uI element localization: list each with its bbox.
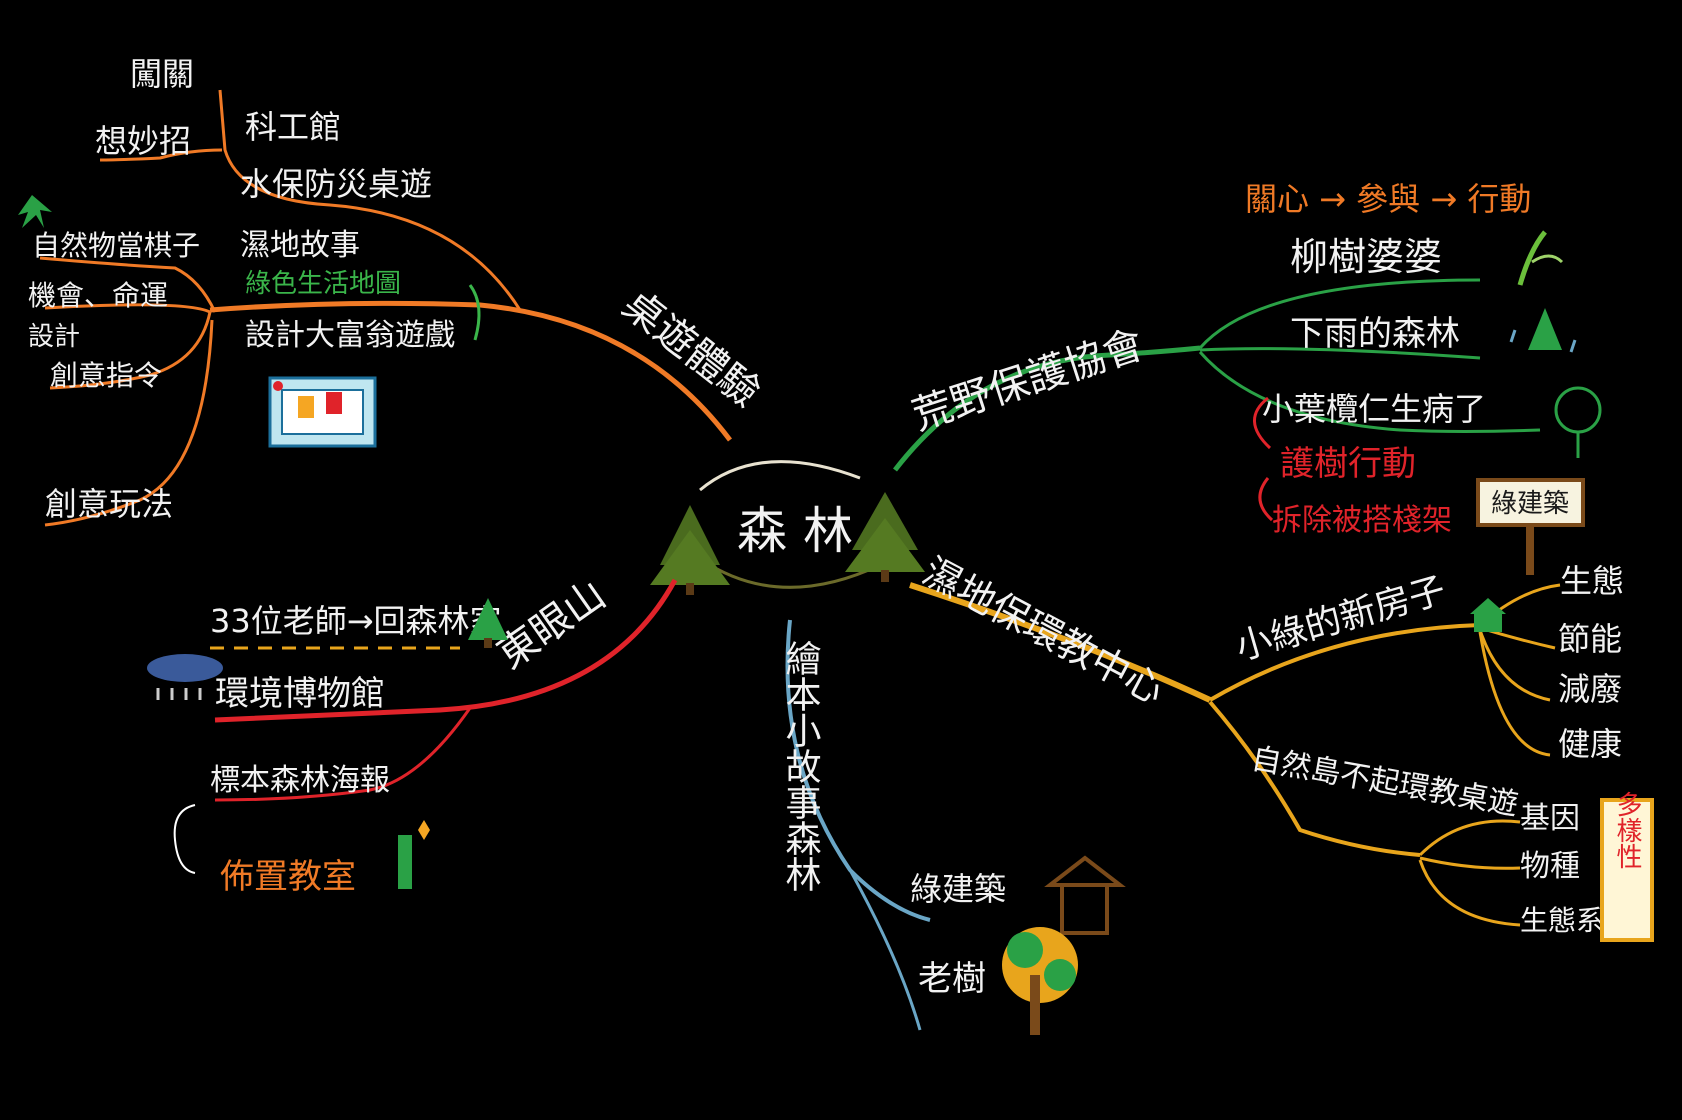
- trail-item: 創意玩法: [45, 485, 173, 523]
- center-label: 森 林: [737, 502, 853, 560]
- sign-label: 綠建築: [1491, 489, 1569, 519]
- green-building-sign: 綠建築: [1476, 478, 1585, 575]
- trail-item: 自然物當棋子: [32, 229, 200, 262]
- east-branch-label: 東眼山: [489, 572, 614, 679]
- leaf-icon: [18, 195, 52, 228]
- trail-item: 設計大富翁遊戲: [245, 318, 455, 353]
- wild-branch-label: 荒野保護協會: [907, 322, 1149, 440]
- trail-item: 設計: [28, 322, 80, 352]
- wild-action-sub: 拆除被搭棧架: [1272, 503, 1452, 538]
- trail-item: 機會、命運: [28, 279, 168, 312]
- pine-tree-icon: [468, 598, 508, 648]
- branch-wetland: [909, 582, 1561, 927]
- wetland-branch-label: 濕地保環教中心: [916, 549, 1172, 713]
- pine-tree-icon: [845, 492, 925, 582]
- trail-item: 闖關: [130, 55, 194, 93]
- trail-item: 濕地故事: [240, 228, 360, 263]
- house-icon: [1470, 598, 1506, 632]
- sick-tree-icon: [1554, 386, 1602, 458]
- trail-item: 水保防災桌遊: [240, 165, 432, 203]
- tag-label: 多樣性: [1612, 791, 1642, 869]
- rain-cloud-icon: [147, 654, 223, 700]
- story-branch-label: 繪本小故事森林: [780, 640, 821, 892]
- wetland-house-item: 節能: [1558, 620, 1622, 658]
- building-icon: [1044, 855, 1126, 935]
- diversity-tag: 多樣性: [1600, 791, 1654, 942]
- wild-action: 護樹行動: [1280, 444, 1416, 484]
- sparkle-icon: [398, 820, 430, 889]
- east-classroom: 佈置教室: [220, 857, 356, 897]
- pine-tree-icon: [650, 505, 730, 595]
- story-item: 老樹: [918, 959, 986, 999]
- branch-trail: [39, 89, 732, 527]
- east-chain: 33位老師→回森林家: [210, 602, 502, 640]
- wild-item: 柳樹婆婆: [1290, 235, 1442, 279]
- arrow-icon: [1253, 396, 1272, 450]
- old-tree-icon: [1002, 927, 1078, 1035]
- wetland-house-item: 生態: [1560, 562, 1624, 600]
- east-museum: 環境博物館: [215, 674, 385, 714]
- willow-tree-icon: [1517, 230, 1564, 286]
- center-node: 森 林: [650, 460, 925, 595]
- wetland-house: 小綠的新房子: [1231, 570, 1450, 669]
- wetland-game-item: 基因: [1520, 801, 1580, 836]
- trail-item: 創意指令: [50, 359, 162, 392]
- rain-tree-icon: [1509, 308, 1577, 353]
- board-game-icon: [268, 376, 377, 448]
- branch-story: [785, 619, 931, 1031]
- story-item: 綠建築: [910, 870, 1006, 908]
- wild-item: 下雨的森林: [1290, 314, 1460, 354]
- wild-motto: 關心 → 參與 → 行動: [1245, 180, 1531, 218]
- east-report: 標本森林海報: [210, 763, 390, 798]
- trail-item: 綠色生活地圖: [245, 269, 401, 299]
- wetland-house-item: 減廢: [1558, 670, 1622, 708]
- branch-east: [173, 578, 678, 874]
- trail-item: 科工館: [245, 108, 341, 146]
- branch-wild: [893, 278, 1541, 472]
- trail-item: 想妙招: [95, 122, 191, 160]
- wild-item: 小葉欖仁生病了: [1262, 390, 1486, 428]
- wetland-game-item: 生態系: [1520, 904, 1604, 937]
- wetland-game-item: 物種: [1520, 849, 1580, 884]
- wetland-house-item: 健康: [1558, 725, 1622, 763]
- arrow-icon: [1258, 477, 1274, 522]
